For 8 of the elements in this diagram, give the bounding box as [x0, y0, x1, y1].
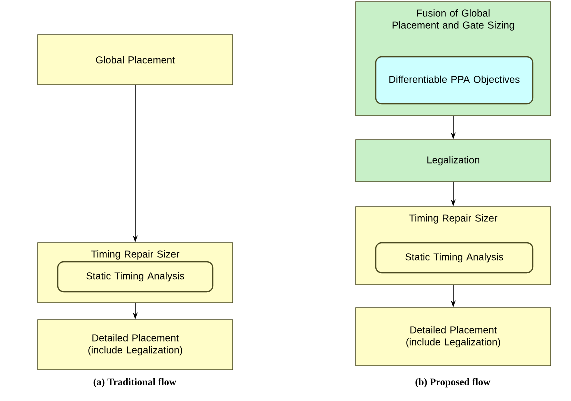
caption: (b) Proposed flow [416, 378, 491, 388]
process-box: Detailed Placement (include Legalization) [356, 308, 552, 366]
process-box: Global Placement [38, 34, 234, 86]
rounded-box: Static Timing Analysis [375, 242, 534, 274]
rounded-box: Differentiable PPA Objectives [375, 56, 534, 105]
rounded-box: Static Timing Analysis [57, 261, 214, 293]
process-box: Legalization [356, 140, 552, 182]
process-box: Detailed Placement (include Legalization) [38, 320, 234, 370]
